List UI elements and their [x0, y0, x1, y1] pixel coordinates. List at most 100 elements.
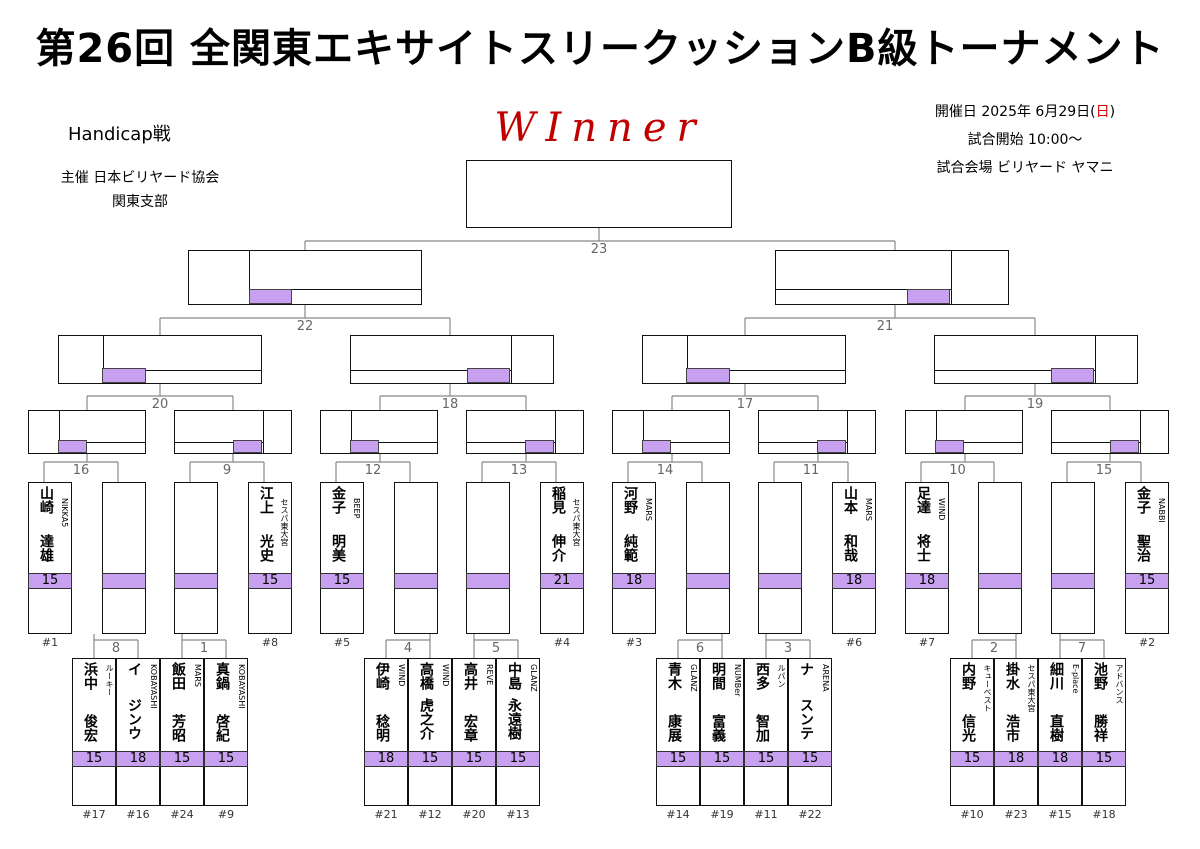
bottom-player-2-given: ジンウ [126, 698, 142, 740]
match-box-18-result-divider [511, 336, 512, 383]
bottom-player-4-seed: #9 [217, 808, 235, 821]
winner-box [466, 160, 732, 228]
match-box-21-result-divider [951, 251, 952, 304]
top-player-4-seed: #8 [261, 636, 279, 649]
match-box-12-result-hline [351, 442, 437, 443]
bottom-player-10-seed: #19 [710, 808, 734, 821]
bottom-player-14-hcap: 18 [1007, 751, 1025, 766]
bottom-player-4-club: KOBAYASHI [237, 664, 246, 709]
bottom-player-2-surname: イ [126, 662, 142, 676]
match-number-3: 3 [783, 641, 793, 656]
bottom-player-10-surname: 明間 [710, 662, 726, 690]
top-player-3-hcap-bar [174, 573, 218, 589]
bottom-player-16-club: アドバンス [1115, 664, 1124, 704]
match-number-11: 11 [802, 463, 820, 478]
bottom-player-1-surname: 浜中 [82, 662, 98, 690]
top-player-9-hcap-bar [612, 573, 656, 589]
bottom-player-5-hcap-bar [364, 751, 408, 767]
highlight-bar-16 [58, 440, 87, 453]
bottom-player-5-box [364, 658, 408, 806]
bottom-player-14-hcap-bar [994, 751, 1038, 767]
bottom-player-3-given: 芳昭 [170, 714, 186, 742]
bottom-player-11-box [744, 658, 788, 806]
top-player-2-box [102, 482, 146, 634]
top-player-16-box [1125, 482, 1169, 634]
top-player-4-hcap-bar [248, 573, 292, 589]
top-player-4-given: 光史 [258, 534, 274, 562]
top-player-8-hcap-bar [540, 573, 584, 589]
bottom-player-6-hcap: 15 [421, 751, 439, 766]
bottom-player-12-given: スンテ [798, 698, 814, 740]
bottom-player-4-hcap-bar [204, 751, 248, 767]
top-player-16-hcap: 15 [1138, 573, 1156, 588]
top-player-2-hcap-bar [102, 573, 146, 589]
bottom-player-11-hcap: 15 [757, 751, 775, 766]
bottom-player-3-surname: 飯田 [170, 662, 186, 690]
top-player-16-hcap-bar [1125, 573, 1169, 589]
highlight-bar-19 [1051, 368, 1094, 383]
top-player-12-given: 和哉 [842, 534, 858, 562]
event-date-day: 日 [1095, 104, 1110, 120]
bottom-player-5-surname: 伊崎 [374, 662, 390, 690]
bottom-player-3-hcap: 15 [173, 751, 191, 766]
top-player-4-club: セスパ東大宮 [280, 498, 289, 546]
top-player-6-hcap-bar [394, 573, 438, 589]
bottom-player-9-hcap-bar [656, 751, 700, 767]
match-box-19-result-hline [935, 370, 1095, 371]
bottom-player-6-hcap-bar [408, 751, 452, 767]
bottom-player-7-hcap-bar [452, 751, 496, 767]
bottom-player-13-box [950, 658, 994, 806]
bottom-player-1-seed: #17 [82, 808, 106, 821]
match-box-13-result [466, 410, 584, 454]
top-player-14-box [978, 482, 1022, 634]
bottom-player-2-box [116, 658, 160, 806]
highlight-bar-12 [350, 440, 379, 453]
bottom-player-1-hcap-bar [72, 751, 116, 767]
match-number-10: 10 [949, 463, 966, 478]
match-box-20-result-hline [103, 370, 261, 371]
bottom-player-8-seed: #13 [506, 808, 530, 821]
bottom-player-2-seed: #16 [126, 808, 150, 821]
bottom-player-14-surname: 掛水 [1004, 662, 1020, 690]
top-player-8-club: セスパ東大宮 [572, 498, 581, 546]
event-venue: 試合会場 ビリヤード ヤマニ [936, 160, 1114, 176]
bottom-player-10-hcap: 15 [713, 751, 731, 766]
bottom-player-13-hcap: 15 [963, 751, 981, 766]
event-info: 開催日 2025年 6月29日(日) 試合開始 10:00〜 試合会場 ビリヤー… [880, 98, 1170, 182]
bottom-player-10-box [700, 658, 744, 806]
bottom-player-10-club: NUMBer [733, 664, 742, 697]
top-player-7-hcap-bar [466, 573, 510, 589]
organizer: 主催 日本ビリヤード協会 関東支部 [40, 166, 240, 214]
bottom-player-15-hcap: 18 [1051, 751, 1069, 766]
top-player-15-box [1051, 482, 1095, 634]
top-player-8-surname: 稲見 [550, 486, 566, 514]
bottom-player-13-given: 信光 [960, 714, 976, 742]
bottom-player-3-seed: #24 [170, 808, 194, 821]
highlight-bar-13 [525, 440, 554, 453]
bottom-player-12-club: ARENA [821, 664, 830, 692]
organizer-line1: 主催 日本ビリヤード協会 [60, 170, 220, 186]
match-box-16-result [28, 410, 146, 454]
top-player-5-hcap-bar [320, 573, 364, 589]
bottom-player-7-surname: 高井 [462, 662, 478, 690]
bottom-player-15-hcap-bar [1038, 751, 1082, 767]
match-number-12: 12 [364, 463, 382, 478]
page-title: 第26回 全関東エキサイトスリークッションB級トーナメント [35, 26, 1165, 72]
match-box-17-result-divider [687, 336, 688, 383]
match-box-9-result-hline [175, 442, 263, 443]
bottom-player-13-seed: #10 [960, 808, 984, 821]
bottom-player-3-box [160, 658, 204, 806]
match-box-17-result [642, 335, 846, 384]
match-number-7: 7 [1077, 641, 1087, 656]
top-player-16-given: 聖治 [1135, 534, 1151, 562]
top-player-13-club: WIND [937, 498, 946, 521]
match-number-17: 17 [736, 397, 754, 412]
bottom-player-3-club: MARS [193, 664, 202, 688]
match-box-22-result-divider [249, 251, 250, 304]
top-player-1-seed: #1 [41, 636, 59, 649]
top-player-3-box [174, 482, 218, 634]
bottom-player-7-hcap: 15 [465, 751, 483, 766]
bottom-player-11-given: 智加 [754, 714, 770, 742]
